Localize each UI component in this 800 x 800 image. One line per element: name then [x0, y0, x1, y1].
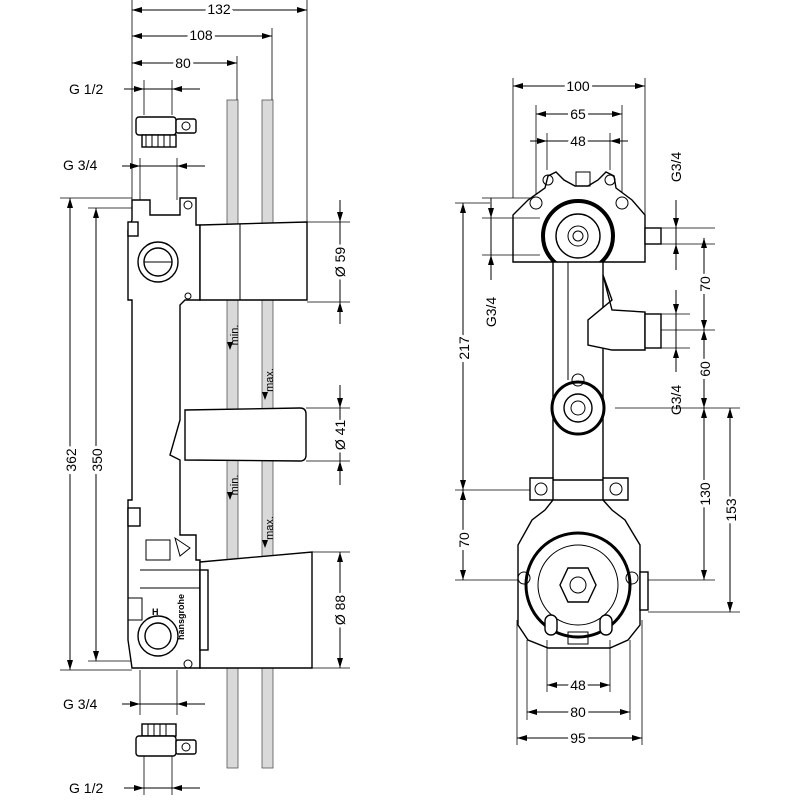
side-body: H hansgrohe: [127, 197, 201, 669]
label-g12-top: G 1/2: [69, 81, 103, 97]
label-max-2: max.: [264, 516, 276, 540]
label-g34-right-top: G3/4: [668, 152, 684, 183]
dim-48-top: 48: [570, 133, 586, 149]
thread-g34-bottom: G 3/4: [63, 670, 205, 715]
dim-130: 130: [697, 482, 713, 506]
brand-logo-vertical: hansgrohe: [176, 594, 186, 640]
outlet-59: [199, 221, 308, 301]
bottom-plug-fitting: [135, 723, 197, 757]
dim-95: 95: [570, 730, 586, 746]
label-min-1: min.: [229, 325, 241, 346]
front-bottom-dims: 48 80 95: [516, 620, 643, 749]
top-width-dims: 132 108 80: [131, 0, 308, 222]
dim-70-right: 70: [697, 276, 713, 292]
front-view: 100 65 48: [453, 75, 742, 749]
wall-min-max-labels: min. max. min. max.: [227, 325, 276, 548]
thread-g12-bottom: G 1/2: [69, 756, 200, 796]
label-g12-bottom: G 1/2: [69, 780, 103, 796]
top-plug-fitting: [135, 116, 197, 148]
dim-d41: Ø 41: [332, 420, 348, 451]
height-dims: 362 350: [60, 197, 132, 671]
label-g34-top: G 3/4: [63, 157, 97, 173]
label-min-2: min.: [229, 475, 241, 496]
dim-65: 65: [570, 106, 586, 122]
dim-350: 350: [89, 448, 105, 472]
dim-132: 132: [207, 1, 231, 17]
front-left-dims: G3/4 217 70: [453, 197, 540, 581]
dim-153: 153: [723, 498, 739, 522]
dim-70-left: 70: [456, 532, 472, 548]
outlet-41: [184, 407, 307, 462]
label-g34-right-mid: G3/4: [668, 385, 684, 416]
dim-217: 217: [456, 336, 472, 360]
dim-80-bottom: 80: [570, 704, 586, 720]
front-body: [512, 171, 662, 649]
front-right-dims: G3/4 70 G3/4 60 130: [615, 152, 742, 613]
dim-80: 80: [175, 55, 191, 71]
dim-60: 60: [697, 361, 713, 377]
dim-100: 100: [566, 78, 590, 94]
dim-48-bottom: 48: [570, 677, 586, 693]
label-max-1: max.: [264, 368, 276, 392]
thread-g12-top: G 1/2: [69, 80, 200, 115]
dim-d88: Ø 88: [332, 595, 348, 626]
thread-g34-top: G 3/4: [63, 157, 205, 200]
dim-362: 362: [63, 448, 79, 472]
dim-d59: Ø 59: [332, 247, 348, 278]
front-top-dims: 100 65 48: [512, 75, 646, 215]
side-view: 132 108 80 G 1/2: [60, 0, 351, 796]
label-g34-left: G3/4: [483, 297, 499, 328]
label-g34-bottom: G 3/4: [63, 696, 97, 712]
outlet-88: [199, 551, 313, 669]
diameter-dims: Ø 59 Ø 41 Ø 88: [306, 200, 351, 669]
dim-108: 108: [189, 27, 213, 43]
logo-h: H: [152, 607, 159, 617]
